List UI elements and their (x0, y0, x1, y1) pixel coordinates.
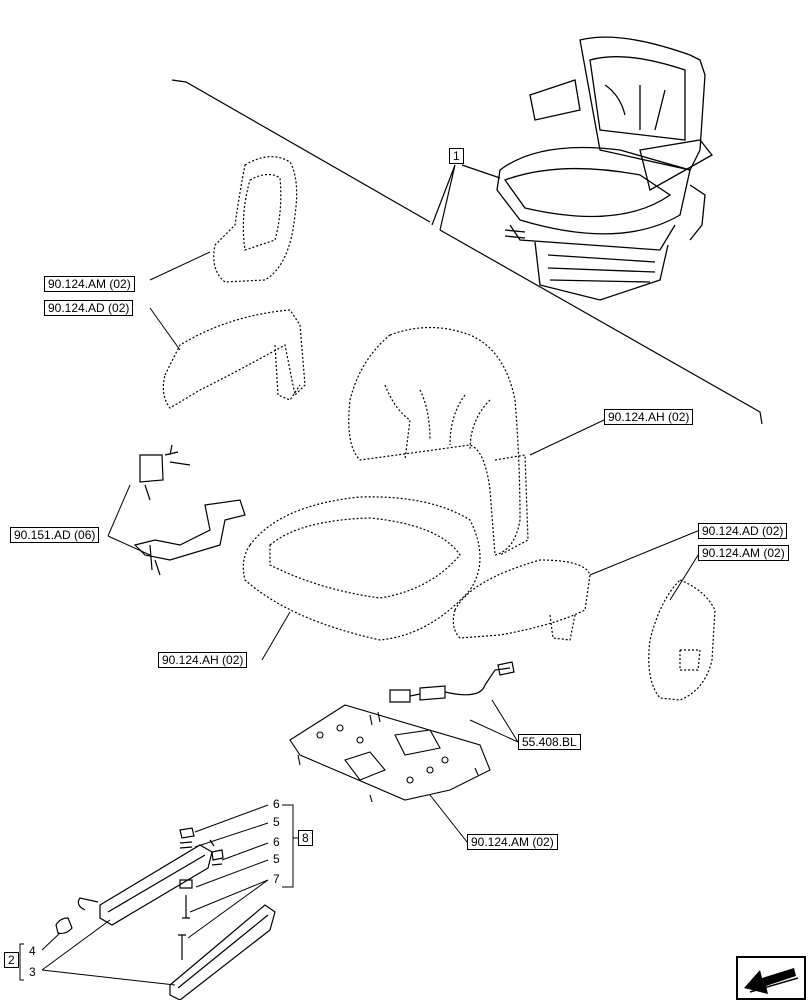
armrest-cover-right-part (648, 579, 716, 701)
complete-seat-drawing (496, 36, 713, 301)
section-divider-line (439, 229, 763, 425)
wiring-harness-part (389, 661, 515, 703)
ref-label-backrest: 90.124.AH (02) (604, 409, 694, 425)
callout-number-2: 2 (4, 952, 19, 968)
ref-label-cushion: 90.124.AH (02) (158, 652, 248, 668)
armrest-left-part (162, 309, 306, 409)
callout-number-5: 5 (273, 815, 280, 829)
callout-1-leader (431, 164, 501, 231)
backrest-part (348, 326, 529, 556)
leader-lines (19, 251, 701, 986)
ref-label-base-plate: 90.124.AM (02) (467, 834, 558, 850)
seat-cushion-part (242, 496, 481, 641)
ref-label-armrest-cover-top: 90.124.AM (02) (44, 276, 135, 292)
armrest-right-part (452, 559, 591, 641)
lever-handle-part (55, 917, 73, 935)
ref-label-harness: 55.408.BL (518, 734, 581, 750)
callout-number-6: 6 (273, 797, 280, 811)
slide-rail-lower-part (169, 904, 276, 1000)
seatbelt-part (133, 444, 246, 576)
ref-label-armrest-left: 90.124.AD (02) (44, 300, 134, 316)
ref-label-armrest-right: 90.124.AD (02) (698, 523, 788, 539)
callout-number-4: 4 (29, 944, 36, 958)
ref-label-armrest-cover-right: 90.124.AM (02) (698, 545, 789, 561)
callout-assembly-number: 1 (449, 148, 464, 164)
callout-number-8: 8 (298, 830, 313, 846)
callout-number-5: 5 (273, 852, 280, 866)
fasteners-part (178, 827, 224, 960)
previous-page-arrow-icon[interactable] (736, 956, 806, 1000)
armrest-cover-part (213, 156, 298, 283)
section-divider-line (171, 79, 431, 223)
ref-label-seatbelt: 90.151.AD (06) (10, 527, 100, 543)
callout-number-6: 6 (273, 835, 280, 849)
callout-number-7: 7 (273, 872, 280, 886)
base-plate-part (289, 704, 491, 803)
callout-number-3: 3 (29, 965, 36, 979)
